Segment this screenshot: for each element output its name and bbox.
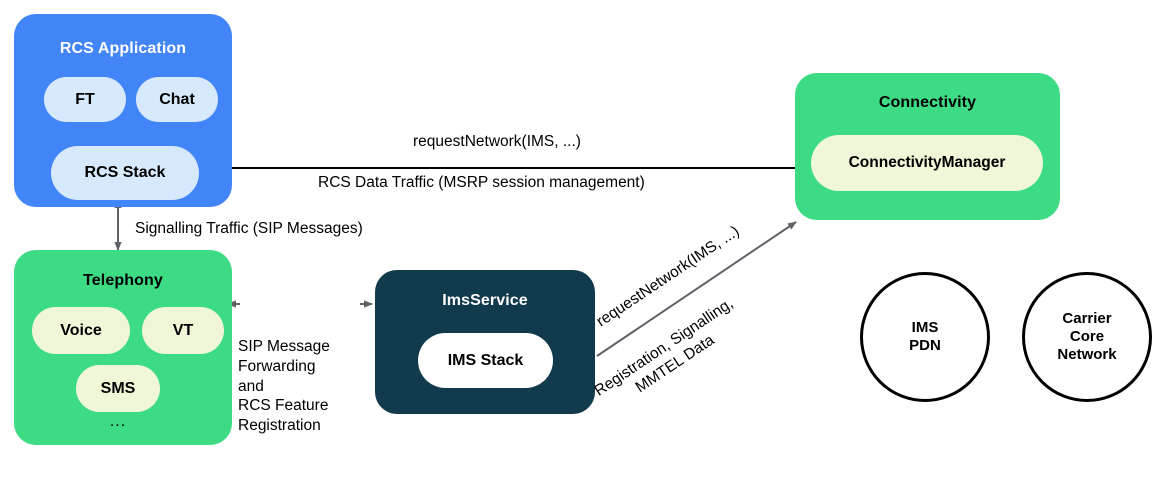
node-connectivity-title: Connectivity — [878, 94, 977, 111]
pill-ft[interactable]: FT — [44, 77, 126, 122]
pill-vt-label: VT — [172, 321, 194, 339]
edge-label-request-network-rcs: requestNetwork(IMS, ...) — [413, 133, 581, 150]
pill-voice-label: Voice — [60, 321, 102, 339]
node-carrier-core-network[interactable]: Carrier Core Network — [1022, 272, 1152, 402]
edge-label-signalling-traffic: Signalling Traffic (SIP Messages) — [135, 220, 363, 237]
node-ims-service[interactable]: ImsService IMS Stack — [375, 270, 595, 414]
node-connectivity[interactable]: Connectivity ConnectivityManager — [795, 73, 1060, 220]
pill-rcs-stack-label: RCS Stack — [84, 164, 166, 181]
telephony-overflow-ellipsis: ... — [109, 413, 127, 430]
node-ims-pdn[interactable]: IMS PDN — [860, 272, 990, 402]
edge-label-rcs-data-traffic: RCS Data Traffic (MSRP session managemen… — [318, 174, 645, 191]
node-telephony-title: Telephony — [83, 272, 163, 289]
edge-label-sip-message-forwarding: SIP Message Forwarding and RCS Feature R… — [238, 338, 330, 435]
pill-ims-stack-label: IMS Stack — [447, 351, 524, 369]
pill-sms[interactable]: SMS — [76, 365, 160, 412]
node-telephony[interactable]: Telephony Voice VT SMS ... — [14, 250, 232, 445]
pill-ft-label: FT — [75, 90, 95, 108]
pill-vt[interactable]: VT — [142, 307, 224, 354]
node-rcs-application-title: RCS Application — [59, 40, 187, 57]
pill-ims-stack[interactable]: IMS Stack — [418, 333, 553, 388]
pill-connectivity-manager-label: ConnectivityManager — [848, 154, 1006, 171]
node-rcs-application[interactable]: RCS Application FT Chat RCS Stack — [14, 14, 232, 207]
node-ims-service-title: ImsService — [442, 292, 528, 309]
pill-rcs-stack[interactable]: RCS Stack — [51, 146, 199, 200]
pill-chat[interactable]: Chat — [136, 77, 218, 122]
pill-voice[interactable]: Voice — [32, 307, 130, 354]
pill-sms-label: SMS — [100, 379, 136, 397]
pill-connectivity-manager[interactable]: ConnectivityManager — [811, 135, 1043, 191]
pill-chat-label: Chat — [159, 90, 195, 108]
